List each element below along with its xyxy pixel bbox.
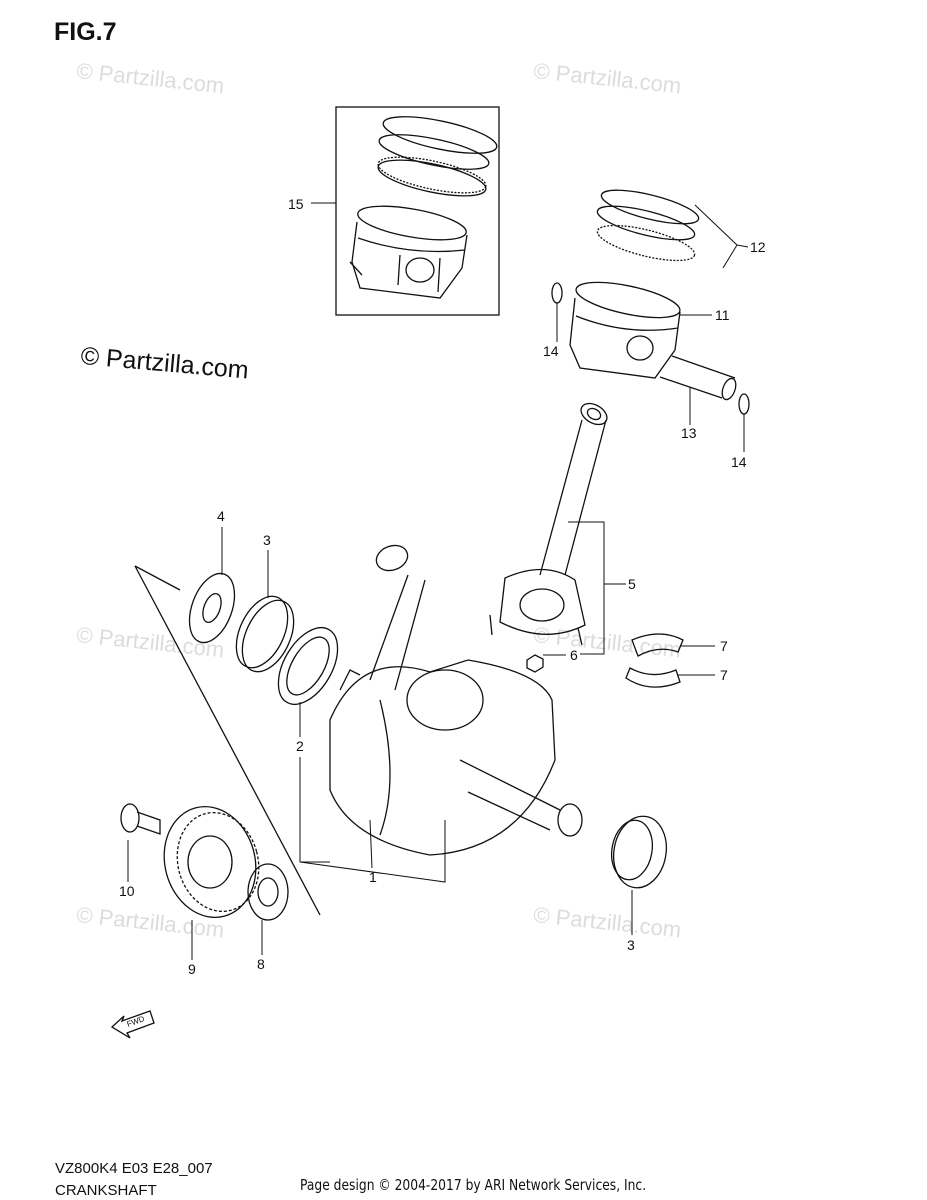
callout-12[interactable]: 12 (750, 239, 766, 255)
connecting-rod (489, 402, 608, 646)
piston-ring-set-upper (377, 116, 498, 197)
main-bearing-3a (235, 595, 295, 673)
piston-11 (569, 281, 681, 379)
callout-1[interactable]: 1 (369, 869, 377, 885)
page-design-credit: Page design © 2004-2017 by ARI Network S… (300, 1176, 647, 1194)
piston-upper (349, 205, 468, 299)
piston-rings-12 (596, 189, 700, 262)
conrod-bearings-7 (625, 633, 684, 688)
crankshaft (329, 544, 583, 856)
piston-pin-13 (659, 355, 737, 401)
model-code: VZ800K4 E03 E28_007 (55, 1160, 213, 1177)
callout-2[interactable]: 2 (296, 738, 304, 754)
leader-lines (127, 202, 749, 960)
assembly-plane-edge (134, 565, 321, 916)
primary-drive-gear-9 (163, 806, 260, 918)
callout-14[interactable]: 14 (543, 343, 559, 359)
callout-8[interactable]: 8 (257, 956, 265, 972)
callout-3[interactable]: 3 (627, 937, 635, 953)
sprocket-8 (247, 863, 289, 921)
callout-7[interactable]: 7 (720, 638, 728, 654)
callout-14[interactable]: 14 (731, 454, 747, 470)
callout-3[interactable]: 3 (263, 532, 271, 548)
thrust-shim-2 (277, 627, 339, 705)
figure-title: FIG.7 (54, 18, 117, 46)
callout-10[interactable]: 10 (119, 883, 135, 899)
thrust-washer-4 (188, 572, 236, 644)
callout-7[interactable]: 7 (720, 667, 728, 683)
fwd-arrow-icon: FWD (110, 1010, 155, 1039)
piston-pin-clip-14a (551, 282, 563, 304)
assembly-plane-edge (134, 565, 181, 591)
callout-11[interactable]: 11 (715, 307, 730, 323)
callout-15[interactable]: 15 (288, 196, 304, 212)
callout-9[interactable]: 9 (188, 961, 196, 977)
callout-6[interactable]: 6 (570, 647, 578, 663)
callout-4[interactable]: 4 (217, 508, 225, 524)
bolt-10 (120, 803, 161, 835)
piston-set-box (335, 106, 500, 316)
callout-5[interactable]: 5 (628, 576, 636, 592)
piston-pin-clip-14b (738, 393, 750, 415)
conrod-nut-6 (526, 654, 544, 673)
section-name: CRANKSHAFT (55, 1182, 157, 1199)
main-bearing-3b (610, 815, 668, 889)
callout-13[interactable]: 13 (681, 425, 697, 441)
